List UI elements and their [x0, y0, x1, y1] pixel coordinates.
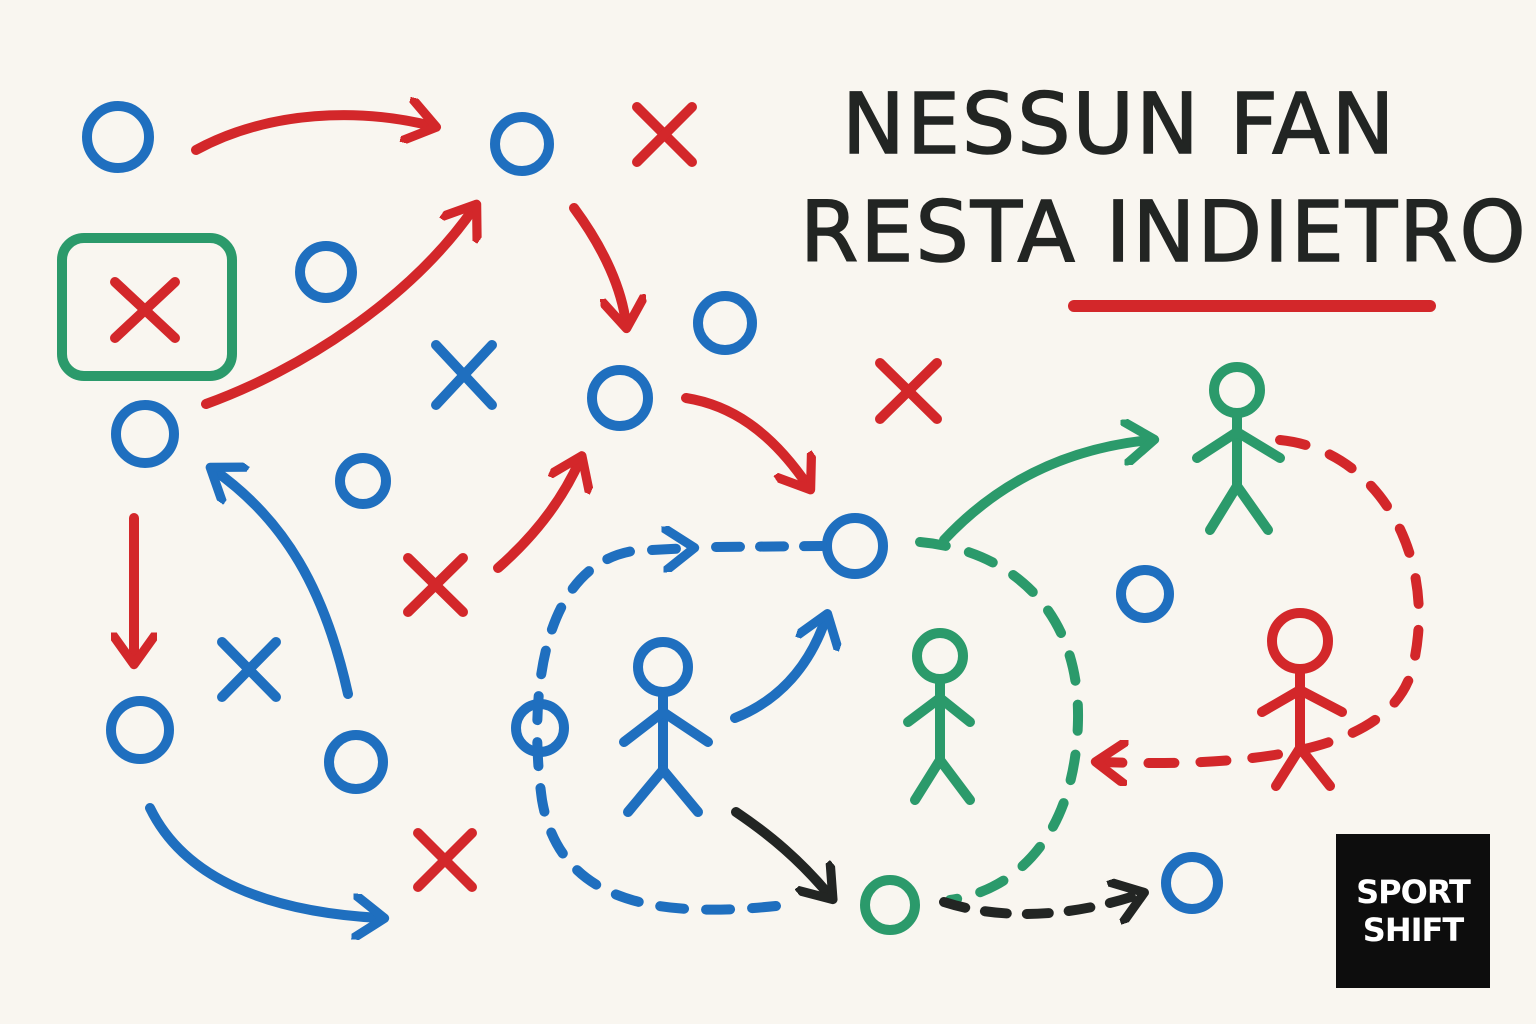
- headline: NESSUN FAN RESTA INDIETRO: [799, 70, 1528, 286]
- sportshift-logo: SPORT SHIFT: [1336, 834, 1490, 988]
- x-marker: [431, 340, 497, 410]
- dashed-route: [532, 545, 781, 915]
- logo-line-1: SPORT: [1356, 873, 1471, 911]
- x-marker: [632, 102, 697, 167]
- player-circle: [490, 112, 554, 176]
- boxed-x-marker: [110, 277, 180, 343]
- run-arrow: [730, 618, 826, 723]
- x-marker: [413, 828, 477, 892]
- stick-figure-blue: [619, 637, 713, 817]
- pass-arrow: [191, 115, 432, 155]
- x-marker: [875, 358, 942, 424]
- black-dashed-arrow: [939, 894, 1140, 914]
- player-circle: [335, 453, 391, 509]
- player-circle: [295, 241, 357, 303]
- dashed-route-arrow: [647, 548, 690, 550]
- pass-arrow: [681, 393, 808, 486]
- run-arrow: [214, 470, 353, 699]
- player-circle: [693, 291, 757, 355]
- black-arrow: [731, 807, 830, 896]
- player-circle: [82, 101, 154, 173]
- headline-underline: [1068, 300, 1436, 312]
- headline-line-2: RESTA INDIETRO: [799, 182, 1528, 282]
- player-circle: [1116, 565, 1174, 623]
- player-circle: [822, 513, 888, 579]
- pass-arrow: [493, 460, 580, 573]
- dashed-route: [711, 541, 827, 552]
- run-arrow: [145, 803, 380, 918]
- pass-arrow: [201, 208, 474, 409]
- stick-figure-green: [1192, 362, 1285, 535]
- player-circle: [111, 400, 179, 468]
- stick-figure-red: [1257, 608, 1347, 791]
- green-arrow: [939, 440, 1150, 545]
- player-circle-green: [860, 875, 920, 935]
- stick-figure-green: [903, 628, 975, 805]
- pass-arrow: [569, 203, 626, 324]
- logo-line-2: SHIFT: [1362, 911, 1464, 949]
- player-circle: [1161, 852, 1223, 914]
- headline-line-1: NESSUN FAN: [841, 74, 1397, 174]
- player-circle: [324, 730, 388, 794]
- green-dashed-route: [915, 537, 1084, 905]
- x-marker: [403, 553, 468, 617]
- player-circle: [106, 696, 174, 764]
- player-circle: [587, 365, 653, 431]
- x-marker: [217, 637, 281, 702]
- highlight-box: [57, 233, 237, 381]
